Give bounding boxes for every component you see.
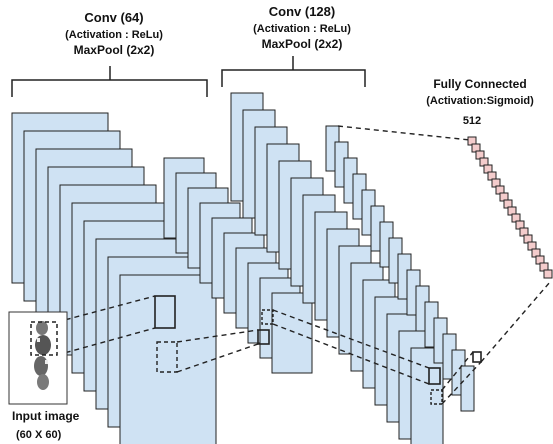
conv1-pooled-maps	[163, 157, 313, 374]
conv1-activation: (Activation : ReLu)	[65, 29, 163, 41]
conv2-bracket	[221, 56, 366, 87]
fc-units: 512	[463, 115, 481, 127]
conv1-kernel-box	[154, 295, 176, 329]
input-title: Input image	[12, 409, 80, 423]
conv2-pool: MaxPool (2x2)	[262, 37, 343, 51]
input-image	[8, 311, 68, 405]
input-receptive-field	[30, 321, 58, 356]
connection-lines	[56, 125, 551, 405]
conv1-bracket	[11, 66, 208, 97]
conv1-pooled-map	[271, 292, 313, 374]
conv2b-kernel-box	[472, 351, 482, 363]
conv1-pool: MaxPool (2x2)	[74, 43, 155, 57]
conv1b-field-box	[261, 309, 274, 325]
conv1b-kernel-box	[257, 329, 270, 345]
conv2-kernel-box	[428, 367, 441, 385]
fc-unit	[543, 269, 553, 279]
input-size: (60 X 60)	[16, 429, 62, 441]
conv2-pooled-map	[460, 365, 475, 412]
conv1-pool-box	[156, 341, 178, 373]
conv1-title: Conv (64)	[84, 10, 143, 25]
conv2-pooled-maps	[325, 125, 475, 412]
conv1-feature-maps	[11, 112, 217, 444]
conv1-feature-map	[119, 274, 217, 444]
fully-connected-units	[467, 136, 553, 279]
conv2-pool-box	[430, 389, 443, 405]
fc-title: Fully Connected	[433, 77, 526, 91]
fc-activation: (Activation:Sigmoid)	[426, 95, 534, 107]
conv2-activation: (Activation : ReLu)	[253, 23, 351, 35]
conv2-feature-maps	[230, 92, 444, 444]
digit-figure	[34, 321, 51, 390]
conv2-title: Conv (128)	[269, 4, 335, 19]
